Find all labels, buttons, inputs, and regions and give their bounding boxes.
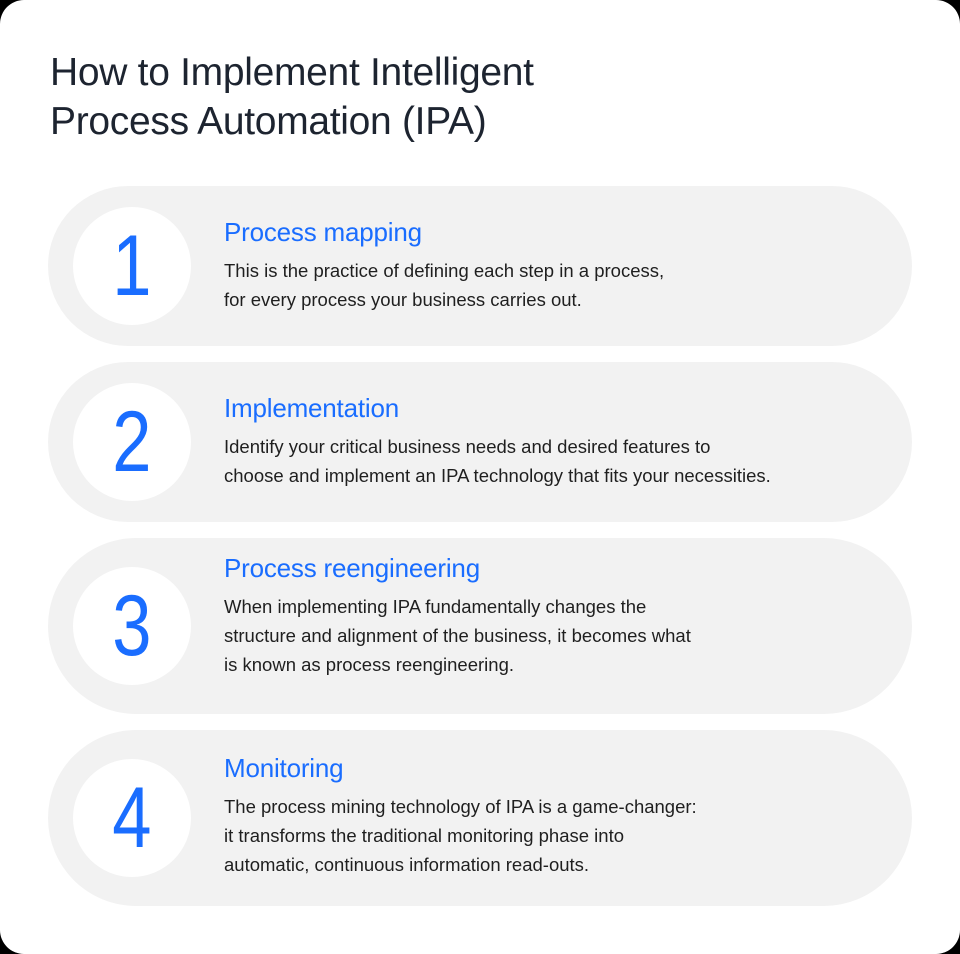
step-content: Process reengineering When implementing … bbox=[224, 552, 872, 679]
step-description-line: When implementing IPA fundamentally chan… bbox=[224, 596, 647, 617]
step-number-circle: 3 bbox=[73, 567, 191, 685]
step-number-circle: 4 bbox=[73, 759, 191, 877]
step-description-line: structure and alignment of the business,… bbox=[224, 625, 691, 646]
step-number-circle: 1 bbox=[73, 207, 191, 325]
step-number-circle: 2 bbox=[73, 383, 191, 501]
step-content: Process mapping This is the practice of … bbox=[224, 216, 872, 314]
step-description-line: automatic, continuous information read-o… bbox=[224, 854, 590, 875]
step-heading: Process reengineering bbox=[224, 553, 480, 583]
step-heading: Process mapping bbox=[224, 217, 422, 247]
step-number: 2 bbox=[112, 394, 152, 490]
step-description-line: The process mining technology of IPA is … bbox=[224, 796, 697, 817]
title-line-2: Process Automation (IPA) bbox=[50, 100, 487, 143]
step-number: 1 bbox=[112, 218, 152, 314]
step-description-line: This is the practice of defining each st… bbox=[224, 260, 665, 281]
step-card-process-mapping: 1 Process mapping This is the practice o… bbox=[48, 186, 912, 346]
step-card-monitoring: 4 Monitoring The process mining technolo… bbox=[48, 730, 912, 906]
step-description-line: is known as process reengineering. bbox=[224, 654, 514, 675]
step-description-line: it transforms the traditional monitoring… bbox=[224, 825, 625, 846]
step-heading: Monitoring bbox=[224, 753, 344, 783]
step-content: Implementation Identify your critical bu… bbox=[224, 392, 872, 490]
step-card-implementation: 2 Implementation Identify your critical … bbox=[48, 362, 912, 522]
step-heading: Implementation bbox=[224, 393, 399, 423]
step-number: 4 bbox=[112, 770, 152, 866]
title-line-1: How to Implement Intelligent bbox=[50, 51, 534, 94]
step-description-line: Identify your critical business needs an… bbox=[224, 436, 711, 457]
step-number: 3 bbox=[112, 578, 152, 674]
step-content: Monitoring The process mining technology… bbox=[224, 752, 872, 879]
step-description-line: for every process your business carries … bbox=[224, 289, 582, 310]
step-card-process-reengineering: 3 Process reengineering When implementin… bbox=[48, 538, 912, 714]
step-description-line: choose and implement an IPA technology t… bbox=[224, 465, 771, 486]
page-title: How to Implement Intelligent Process Aut… bbox=[50, 48, 534, 146]
